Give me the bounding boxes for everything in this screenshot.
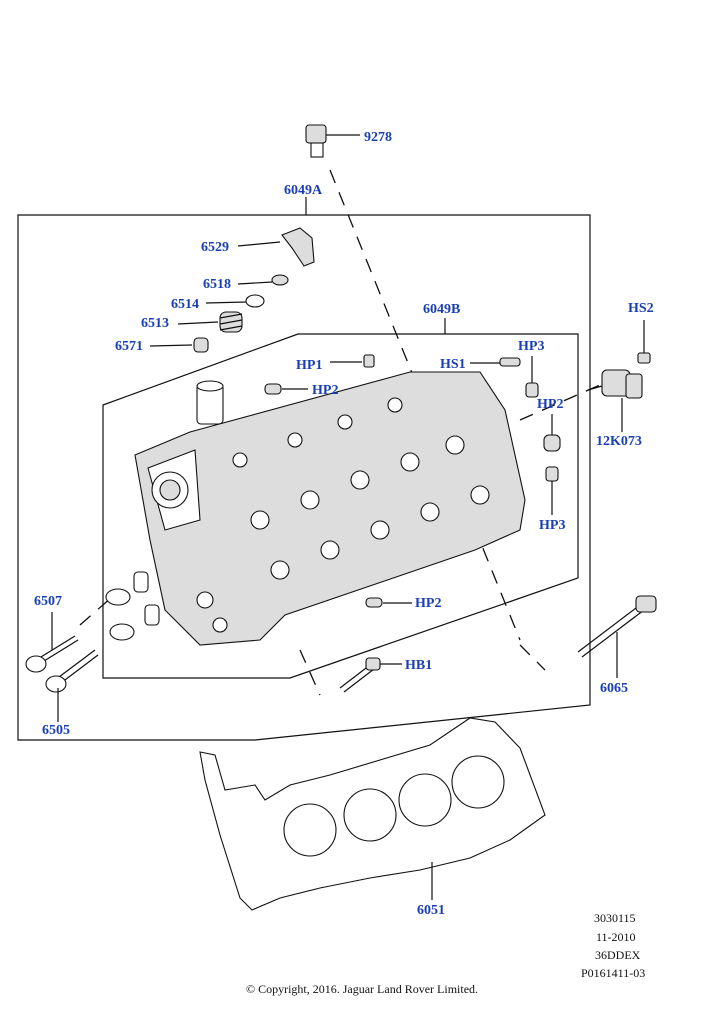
drawing-model-code: 36DDEX bbox=[595, 948, 641, 962]
callout-hs1: HS1 bbox=[440, 357, 466, 372]
assembly-outline-6049b bbox=[102, 333, 579, 679]
alignment-dash-line bbox=[299, 649, 321, 696]
sensor-12k073 bbox=[587, 320, 651, 432]
callout-6513: 6513 bbox=[141, 316, 169, 331]
callout-6529: 6529 bbox=[201, 240, 229, 255]
callout-hb1: HB1 bbox=[405, 658, 433, 673]
callout-6514: 6514 bbox=[171, 297, 199, 312]
spring-retainer-6514 bbox=[205, 294, 265, 308]
callout-6505: 6505 bbox=[42, 723, 70, 738]
tube-insert bbox=[196, 380, 224, 425]
cylinder-head bbox=[134, 371, 526, 646]
plug-hp3 bbox=[525, 356, 539, 398]
plug-hp2-right bbox=[543, 414, 561, 452]
callout-hp3-lower: HP3 bbox=[539, 518, 566, 533]
copyright-notice: © Copyright, 2016. Jaguar Land Rover Lim… bbox=[245, 982, 479, 996]
callout-12k073: 12K073 bbox=[596, 434, 642, 449]
callout-9278: 9278 bbox=[364, 130, 392, 145]
callout-6065: 6065 bbox=[600, 681, 628, 696]
callout-6049b: 6049B bbox=[423, 302, 461, 317]
callout-6507: 6507 bbox=[34, 594, 62, 609]
alignment-dash-line bbox=[519, 384, 601, 421]
alignment-dash-line bbox=[519, 644, 546, 671]
valve-spring-6513 bbox=[177, 311, 243, 333]
valve-guide-seals bbox=[105, 571, 160, 641]
assembly-outline-6049a bbox=[17, 214, 591, 741]
callout-hp2-upper: HP2 bbox=[312, 383, 339, 398]
bolt-hb1 bbox=[339, 657, 402, 693]
drawing-number: 3030115 bbox=[594, 911, 636, 925]
plug-hp3-lower bbox=[545, 466, 559, 515]
alignment-dash-line bbox=[79, 589, 121, 626]
callout-6571: 6571 bbox=[115, 339, 143, 354]
rocker-arm-6529 bbox=[237, 227, 315, 267]
callout-hp2-lower: HP2 bbox=[415, 596, 442, 611]
callout-6051: 6051 bbox=[417, 903, 445, 918]
callout-6518: 6518 bbox=[203, 277, 231, 292]
valve-collet-6518 bbox=[237, 274, 289, 286]
callout-hp1: HP1 bbox=[296, 358, 323, 373]
head-gasket-6051 bbox=[199, 717, 546, 911]
callout-hp3-upper: HP3 bbox=[518, 339, 545, 354]
valve-6505 bbox=[45, 649, 99, 722]
valve-6507 bbox=[25, 612, 79, 673]
callout-hp2-right: HP2 bbox=[537, 397, 564, 412]
head-bolt-6065 bbox=[577, 595, 657, 678]
callout-hs2: HS2 bbox=[628, 301, 654, 316]
valve-seal-6571 bbox=[149, 337, 209, 353]
sensor-9278 bbox=[305, 124, 360, 158]
plug-hp1 bbox=[330, 354, 375, 368]
drawing-date: 11-2010 bbox=[596, 930, 636, 944]
callout-6049a: 6049A bbox=[284, 183, 323, 198]
plug-hp2-lower bbox=[365, 597, 412, 608]
drawing-reference: P0161411-03 bbox=[581, 966, 646, 980]
bolt-hs1 bbox=[470, 357, 521, 367]
plug-hp2 bbox=[264, 383, 308, 395]
